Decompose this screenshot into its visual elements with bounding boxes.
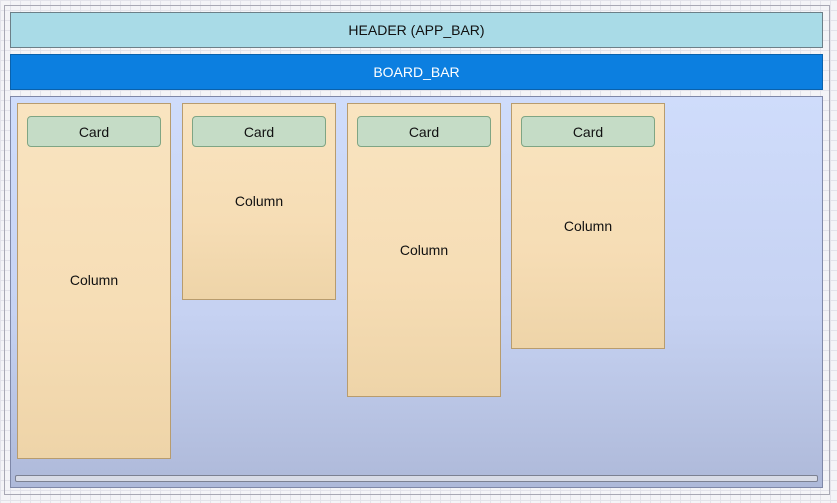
column-label: Column (69, 272, 119, 288)
card-label: Card (408, 123, 440, 140)
card-label: Card (78, 123, 110, 140)
card-4: Card (521, 116, 655, 147)
column-3: Card Column (347, 103, 501, 397)
column-label: Column (563, 218, 613, 234)
card-2: Card (192, 116, 326, 147)
column-2: Card Column (182, 103, 336, 300)
column-4: Card Column (511, 103, 665, 349)
app-bar-label: HEADER (APP_BAR) (348, 22, 485, 38)
board-bar-label: BOARD_BAR (373, 64, 460, 80)
board-bar: BOARD_BAR (10, 54, 823, 90)
column-1: Card Column (17, 103, 171, 459)
board-content: Card Column Card Column Card Column Card… (10, 96, 823, 488)
card-label: Card (572, 123, 604, 140)
diagram-frame (4, 5, 830, 495)
app-bar-header: HEADER (APP_BAR) (10, 12, 823, 48)
horizontal-scrollbar[interactable] (15, 475, 818, 482)
card-1: Card (27, 116, 161, 147)
card-3: Card (357, 116, 491, 147)
column-label: Column (234, 193, 284, 209)
column-label: Column (399, 242, 449, 258)
card-label: Card (243, 123, 275, 140)
